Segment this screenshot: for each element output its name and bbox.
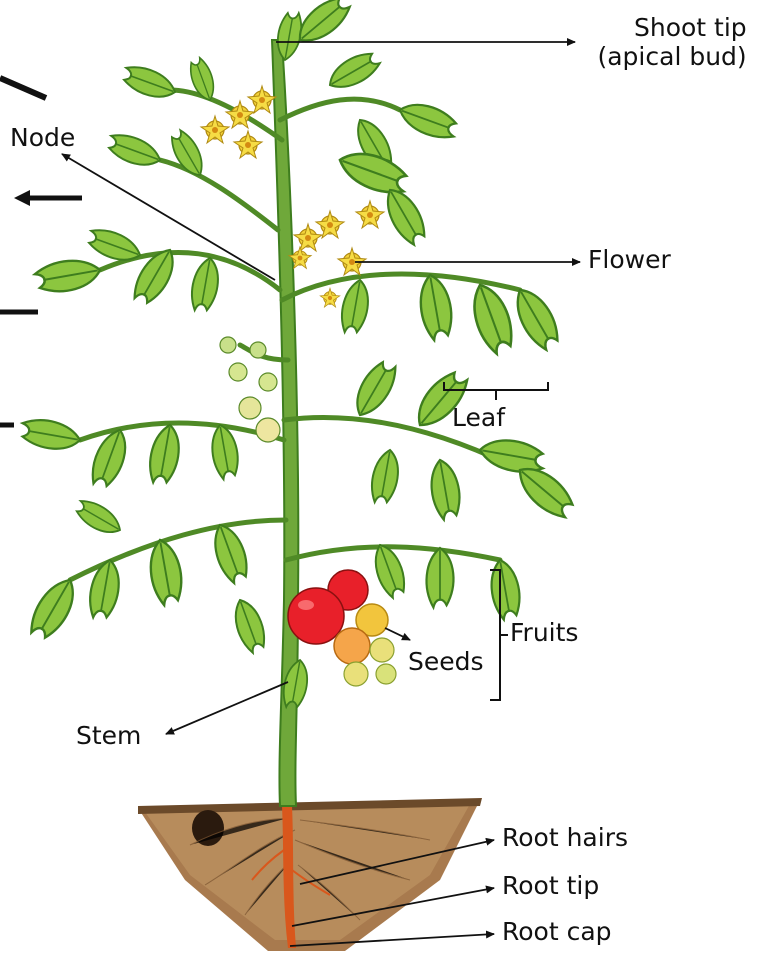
fruits-label: Fruits [510,619,578,648]
shoot-tip-label: Shoot tip (apical bud) [612,14,747,72]
root-tip-label: Root tip [502,872,599,901]
root-hairs-label: Root hairs [502,824,628,853]
shoot-tip-label-line2: (apical bud) [582,43,747,72]
soil-pebble [192,810,224,846]
root-cap-label: Root cap [502,918,612,947]
soil-section [138,798,482,951]
seeds-label: Seeds [408,648,484,677]
stem-label: Stem [76,722,141,751]
leaf-label: Leaf [452,404,505,433]
node-label: Node [10,124,75,153]
shoot-tip-label-line1: Shoot tip [612,14,747,43]
flower-label: Flower [588,246,671,275]
